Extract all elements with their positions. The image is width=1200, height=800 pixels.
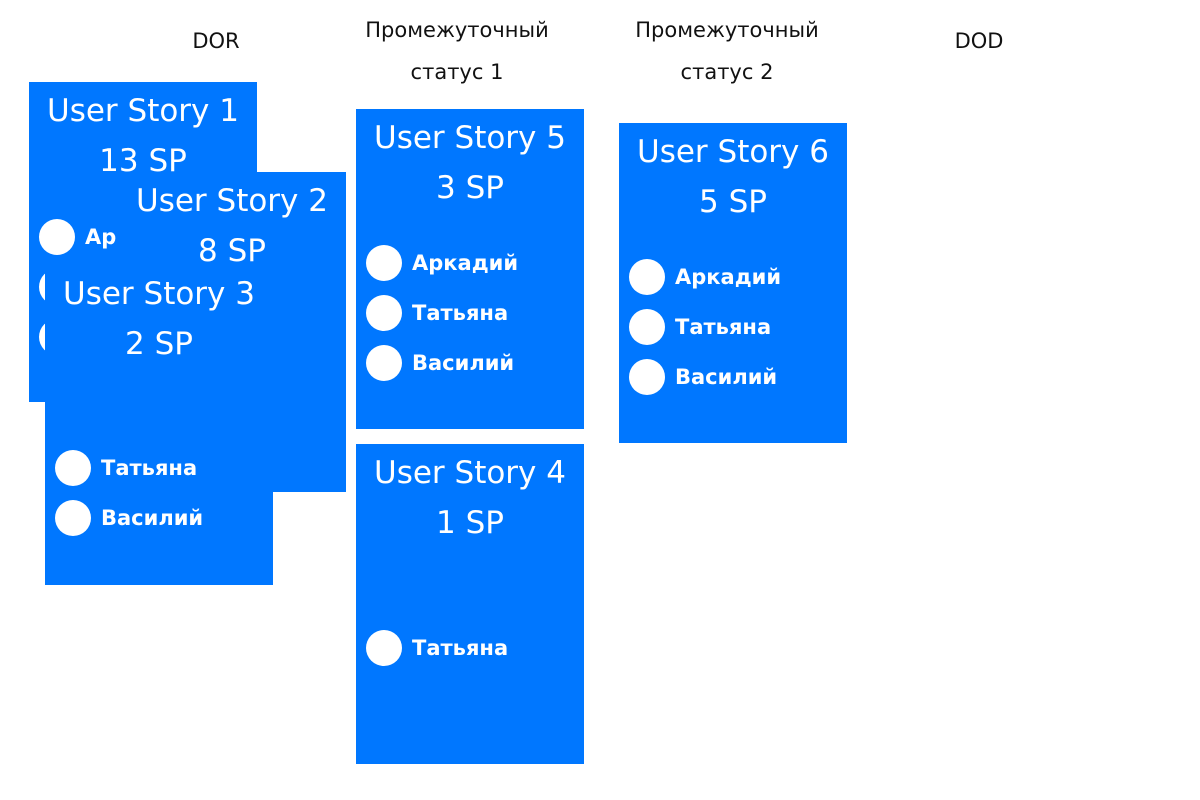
story-title: User Story 4 <box>374 455 566 491</box>
assignee-name: Василий <box>412 351 515 375</box>
assignee: Татьяна <box>366 295 508 331</box>
avatar <box>366 245 402 281</box>
assignee: Аркадий <box>366 245 518 281</box>
assignee-name: Татьяна <box>412 301 509 325</box>
assignee: Василий <box>55 500 203 536</box>
column-header-status-2: Промежуточный статус 2 <box>635 18 819 84</box>
story-points: 1 SP <box>436 505 504 541</box>
story-title: User Story 5 <box>374 120 566 156</box>
assignee-name: Василий <box>101 506 204 530</box>
story-card-4[interactable]: User Story 4 1 SP Татьяна <box>356 444 584 764</box>
story-points: 3 SP <box>436 170 504 206</box>
assignee: Василий <box>366 345 514 381</box>
story-card-6[interactable]: User Story 6 5 SP Аркадий Татьяна Васили… <box>619 123 847 443</box>
avatar <box>55 450 91 486</box>
story-card-5[interactable]: User Story 5 3 SP Аркадий Татьяна Васили… <box>356 109 584 429</box>
avatar <box>55 500 91 536</box>
column-header-dor: DOR <box>192 29 240 53</box>
story-title: User Story 6 <box>637 134 829 170</box>
avatar <box>629 359 665 395</box>
story-title: User Story 2 <box>136 183 328 219</box>
story-title: User Story 1 <box>47 93 239 129</box>
avatar <box>629 309 665 345</box>
assignee-name: Аркадий <box>675 265 782 289</box>
column-header-status-1: Промежуточный статус 1 <box>365 18 549 84</box>
avatar <box>366 345 402 381</box>
story-card-3[interactable]: User Story 3 2 SP Татьяна Василий <box>45 265 273 585</box>
assignee-name: Татьяна <box>101 456 198 480</box>
avatar <box>39 219 75 255</box>
assignee: Василий <box>629 359 777 395</box>
story-points: 5 SP <box>699 184 767 220</box>
assignee: Татьяна <box>629 309 771 345</box>
assignee: Татьяна <box>366 630 508 666</box>
assignee-name: Василий <box>675 365 778 389</box>
assignee: Аркадий <box>629 259 781 295</box>
assignee-name: Татьяна <box>412 636 509 660</box>
avatar <box>366 630 402 666</box>
avatar <box>629 259 665 295</box>
story-points: 8 SP <box>198 233 266 269</box>
column-header-dod: DOD <box>954 29 1004 53</box>
assignee: Татьяна <box>55 450 197 486</box>
avatar <box>366 295 402 331</box>
assignee-name: Татьяна <box>675 315 772 339</box>
assignee-name: Аркадий <box>412 251 519 275</box>
story-points: 2 SP <box>125 326 193 362</box>
story-title: User Story 3 <box>63 276 255 312</box>
